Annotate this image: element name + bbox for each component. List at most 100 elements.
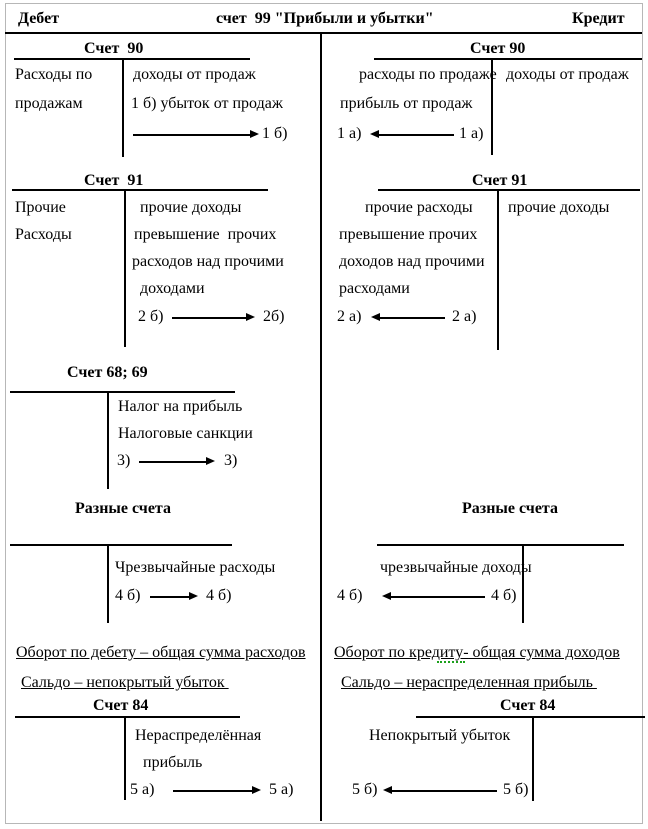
debit-turnover-note: Оборот по дебету – общая сумма расходов — [16, 644, 306, 661]
account-title: Счет 90 — [470, 40, 526, 57]
arrow-label: 4 б) — [115, 587, 141, 604]
misc-accounts-heading-left: Разные счета — [75, 500, 171, 517]
credit-entry: доходы от продаж — [506, 66, 629, 83]
t-account-stem — [107, 544, 109, 623]
arrow-label: 2б) — [263, 308, 285, 325]
turnover-text-part: общая сумма доходов — [468, 644, 620, 661]
credit-entry: расходов над прочими — [132, 253, 284, 270]
credit-entry: Налоговые санкции — [118, 425, 253, 442]
debit-entry: доходов над прочими — [339, 253, 485, 270]
arrowhead-left-icon — [382, 592, 391, 601]
turnover-text-part: Оборот по — [334, 644, 410, 661]
debit-entry: Расходы по — [15, 66, 93, 83]
debit-entry: прибыль от продаж — [340, 95, 473, 112]
credit-entry: Нераспределённая — [135, 727, 262, 744]
t-account-topline — [416, 716, 645, 718]
arrow-label: 1 а) — [337, 125, 362, 142]
debit-entry: продажам — [15, 95, 83, 112]
arrowhead-left-icon — [371, 313, 380, 322]
t-account-topline — [378, 189, 640, 191]
t-account-stem — [532, 716, 534, 801]
center-divider-line — [320, 33, 322, 821]
arrow-label: 5 а) — [130, 781, 155, 798]
arrow-label: 2 а) — [337, 308, 362, 325]
arrowhead-right-icon — [252, 786, 261, 795]
debit-entry: Прочие — [15, 199, 66, 216]
arrow-label: 4 б) — [337, 587, 363, 604]
debit-saldo-note: Сальдо – непокрытый убыток — [21, 674, 229, 691]
arrowhead-right-icon — [189, 592, 198, 601]
debit-entry: Расходы — [15, 226, 72, 243]
credit-entry: доходы от продаж — [133, 66, 256, 83]
arrow-label: 1 б) — [262, 125, 288, 142]
credit-entry: прочие доходы — [140, 199, 242, 216]
t-account-stem — [497, 189, 499, 350]
account-99-title: счет 99 "Прибыли и убытки" — [216, 10, 434, 27]
account-title: Счет 68; 69 — [67, 364, 148, 381]
credit-entry: прибыль — [143, 754, 203, 771]
t-account-stem — [491, 58, 493, 155]
outer-frame — [5, 3, 643, 824]
arrow-label: 4 б) — [206, 587, 232, 604]
credit-entry: Налог на прибыль — [118, 398, 243, 415]
credit-entry: превышение прочих — [134, 226, 277, 243]
account-title: Счет 91 — [472, 172, 528, 189]
t-account-topline — [14, 58, 250, 60]
flow-arrow — [371, 313, 445, 322]
arrow-label: 5 а) — [269, 781, 294, 798]
t-account-topline — [374, 58, 642, 60]
arrowhead-left-icon — [370, 130, 379, 139]
debit-entry: расходами — [339, 280, 410, 297]
t-account-topline — [377, 544, 624, 546]
flow-arrow — [382, 592, 485, 601]
credit-entry: прочие доходы — [508, 199, 610, 216]
flow-arrow — [172, 313, 255, 322]
credit-header-label: Кредит — [572, 10, 625, 27]
t-account-topline — [15, 716, 240, 718]
credit-entry: 1 б) убыток от продаж — [131, 95, 283, 112]
flow-arrow — [150, 592, 198, 601]
arrowhead-right-icon — [206, 457, 215, 466]
account-title: Счет 90 — [84, 40, 144, 57]
credit-saldo-note: Сальдо – нераспределенная прибыль — [341, 674, 597, 691]
arrowhead-right-icon — [246, 313, 255, 322]
misc-accounts-heading-right: Разные счета — [462, 500, 558, 517]
arrow-label: 2 б) — [138, 308, 164, 325]
t-account-topline — [10, 544, 232, 546]
arrow-label: 4 б) — [491, 587, 517, 604]
flow-arrow — [133, 130, 259, 139]
t-account-stem — [124, 716, 126, 800]
account-title: Счет 84 — [93, 697, 149, 714]
turnover-text-misspelled: кредиту- — [409, 644, 469, 661]
t-account-stem — [107, 391, 109, 489]
arrowhead-right-icon — [250, 130, 259, 139]
flow-arrow — [139, 457, 215, 466]
credit-entry: доходами — [140, 280, 205, 297]
debit-entry: прочие расходы — [365, 199, 473, 216]
spellcheck-squiggle — [437, 661, 465, 663]
arrow-label: 3) — [117, 452, 131, 469]
arrow-label: 3) — [224, 452, 238, 469]
t-account-stem — [522, 544, 524, 623]
arrow-label: 5 б) — [503, 781, 529, 798]
credit-entry: Чрезвычайные расходы — [115, 559, 276, 576]
t-account-topline — [12, 189, 268, 191]
t-account-stem — [124, 189, 126, 347]
header-separator-line — [5, 32, 642, 34]
debit-header-label: Дебет — [18, 10, 60, 27]
arrow-label: 1 а) — [459, 125, 484, 142]
arrowhead-left-icon — [383, 786, 392, 795]
debit-entry: превышение прочих — [339, 226, 478, 243]
flow-arrow — [370, 130, 454, 139]
flow-arrow — [383, 786, 497, 795]
debit-entry: чрезвычайные доходы — [380, 559, 532, 576]
account-title: Счет 91 — [84, 172, 144, 189]
arrow-label: 2 а) — [452, 308, 477, 325]
t-account-stem — [122, 58, 124, 157]
credit-turnover-note: Оборот по кредиту- общая сумма доходов — [334, 644, 620, 662]
flow-arrow — [173, 786, 261, 795]
account-title: Счет 84 — [500, 697, 556, 714]
debit-entry: Непокрытый убыток — [369, 727, 511, 744]
debit-entry: расходы по продаже — [359, 66, 497, 83]
